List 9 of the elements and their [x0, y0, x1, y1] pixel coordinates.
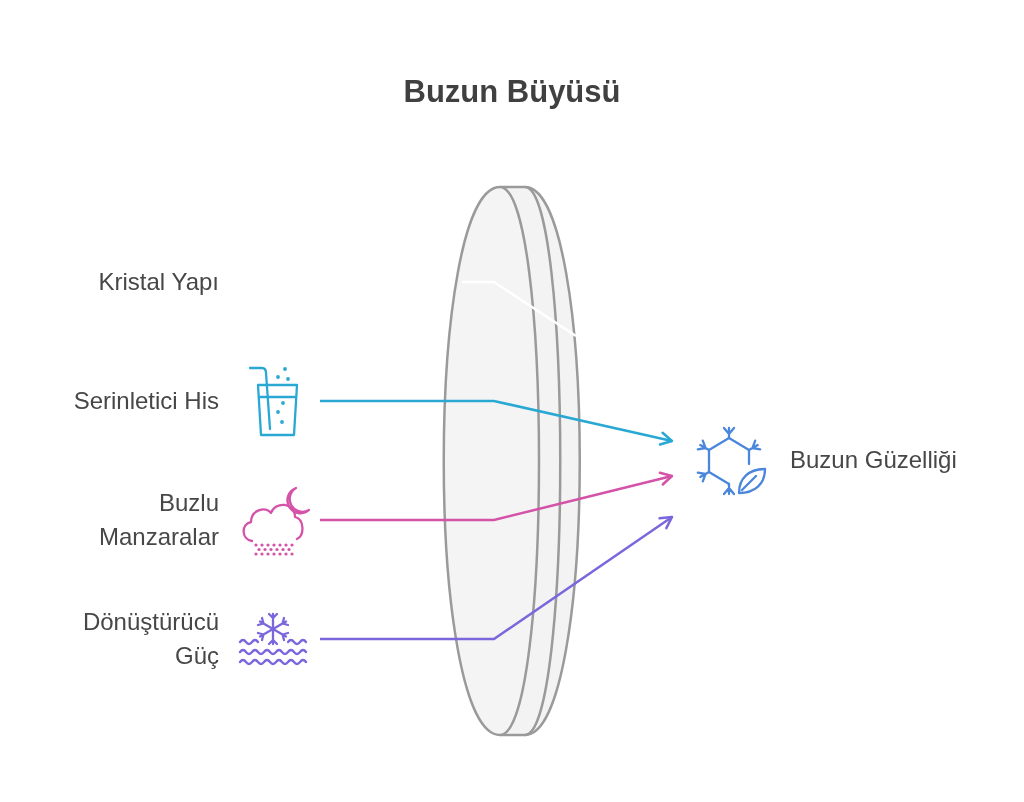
diagram-title: Buzun Büyüsü — [403, 74, 621, 110]
arrow — [320, 399, 674, 446]
node-label: Dönüştürücü Güç — [81, 607, 219, 671]
arrow — [320, 471, 674, 522]
arrow — [320, 515, 674, 641]
node-label: Kristal Yapı — [98, 267, 219, 297]
node-label: Buzun Güzelliği — [790, 445, 957, 475]
node-label: Buzlu Manzaralar — [97, 488, 219, 552]
node-label: Serinletici His — [73, 386, 219, 416]
